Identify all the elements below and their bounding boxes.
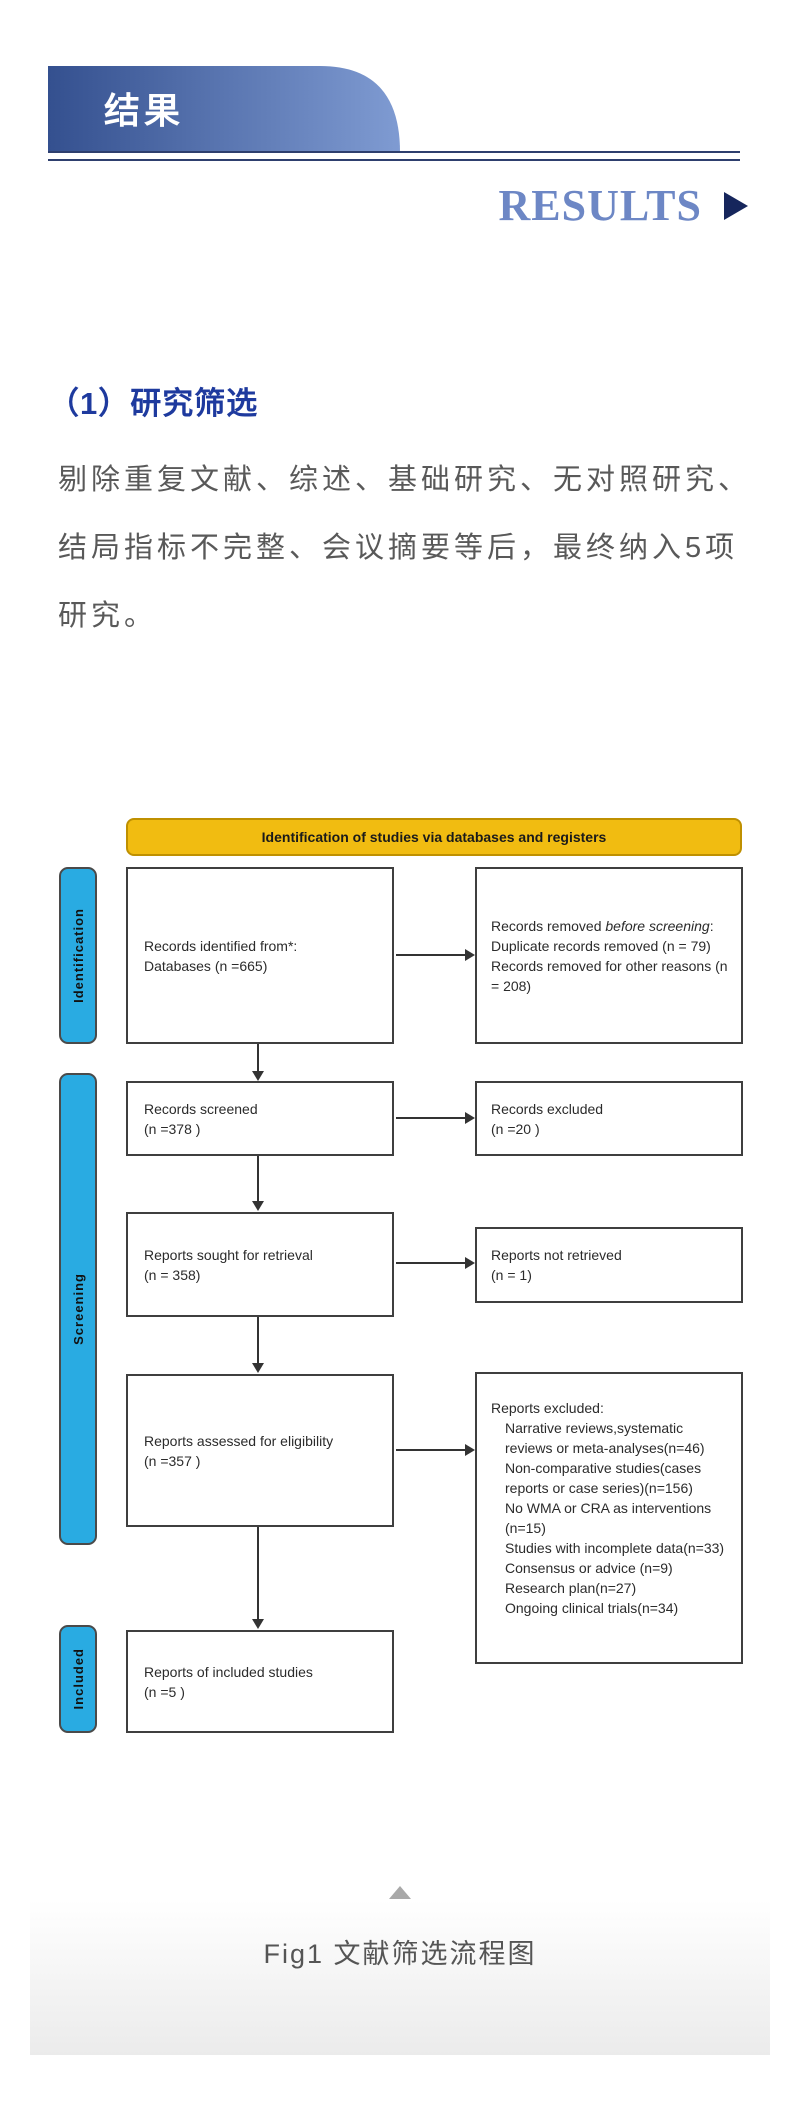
flow-box-reports-sought: Reports sought for retrieval (n = 358) [126,1212,394,1317]
paragraph-line: 结局指标不完整、会议摘要等后，最终纳入5项 [58,532,739,564]
flow-box-line: Databases (n =665) [144,957,268,974]
right-arrow-icon [724,192,748,220]
stage-tab-screening: Screening [59,1073,97,1545]
paragraph-line: 剔除重复文献、综述、基础研究、无对照研究、 [58,464,752,496]
flow-box-line: Records excluded [491,1100,604,1117]
flow-box-line: Records screened [144,1100,258,1117]
footer-fade-band [30,1900,770,2055]
flow-box-line: Reports excluded: [491,1400,604,1416]
right-arrow [396,1112,475,1124]
flow-box-line: No WMA or CRA as interventions (n=15) [505,1500,712,1536]
flow-box-line: Reports of included studies [144,1663,313,1680]
subsection-heading: （1）研究筛选 [48,386,259,421]
results-label: RESULTS [498,181,702,230]
right-arrow [396,1257,475,1269]
flow-box-line: (n =5 ) [144,1683,185,1700]
flow-box-reports-excluded-reasons: Reports excluded: Narrative reviews,syst… [475,1372,743,1664]
stage-tab-identification: Identification [59,867,97,1044]
flow-box-records-identified: Records identified from*: Databases (n =… [126,867,394,1044]
down-arrow [252,1317,264,1373]
paragraph-line: 研究。 [58,600,158,632]
stage-tab-included: Included [59,1625,97,1733]
flow-box-line: (n =378 ) [144,1120,201,1137]
flow-box-line: Research plan(n=27) [505,1580,637,1596]
flow-box-reports-not-retrieved: Reports not retrieved (n = 1) [475,1227,743,1303]
right-arrow [396,949,475,961]
flow-box-reports-included: Reports of included studies (n =5 ) [126,1630,394,1733]
flow-box-line: Ongoing clinical trials(n=34) [505,1600,679,1616]
results-row: RESULTS [498,181,748,230]
figure-caption: Fig1 文献筛选流程图 [263,1939,537,1969]
flow-box-line: Consensus or advice (n=9) [505,1560,673,1576]
section-banner-shape [48,66,400,152]
divider-line-top [48,151,740,153]
section-banner-title: 结果 [104,91,185,131]
stage-tab-label: Identification [70,908,86,1003]
right-arrow [396,1444,475,1456]
flow-box-line: Records removed before screening: [491,916,731,936]
flow-box-records-screened: Records screened (n =378 ) [126,1081,394,1156]
body-paragraph: 剔除重复文献、综述、基础研究、无对照研究、 结局指标不完整、会议摘要等后，最终纳… [58,446,758,650]
flow-box-reports-assessed: Reports assessed for eligibility (n =357… [126,1374,394,1527]
down-arrow [252,1527,264,1629]
stage-tab-label: Included [70,1648,86,1710]
flow-box-line: Records identified from*: [144,937,298,954]
stage-tab-label: Screening [70,1273,86,1345]
flow-box-line: (n =20 ) [491,1120,540,1137]
flow-box-line: (n = 358) [144,1266,201,1283]
flow-box-text: Records removed [491,917,606,934]
flow-box-line: Reports not retrieved [491,1247,622,1263]
flow-box-line: (n =357 ) [144,1452,201,1469]
divider-line-bottom [48,159,740,161]
flow-diagram-title: Identification of studies via databases … [126,818,742,856]
down-arrow [252,1156,264,1211]
flow-box-line: (n = 1) [491,1267,532,1283]
down-arrow [252,1044,264,1081]
flow-box-records-excluded: Records excluded (n =20 ) [475,1081,743,1156]
flow-box-line: Records removed for other reasons (n = 2… [491,957,728,994]
up-triangle-icon [389,1886,411,1899]
flow-box-line: Studies with incomplete data(n=33) [505,1540,725,1556]
flow-box-text: : [709,917,714,934]
flow-box-line: Reports assessed for eligibility [144,1432,334,1449]
flow-box-line: Reports sought for retrieval [144,1246,313,1263]
flow-box-line: Duplicate records removed (n = 79) [491,937,711,954]
flow-box-text-italic: before screening [605,917,710,934]
flow-box-records-removed: Records removed before screening: Duplic… [475,867,743,1044]
flow-box-line: Narrative reviews,systematic reviews or … [505,1420,705,1456]
flow-box-line: Non-comparative studies(cases reports or… [505,1460,702,1496]
